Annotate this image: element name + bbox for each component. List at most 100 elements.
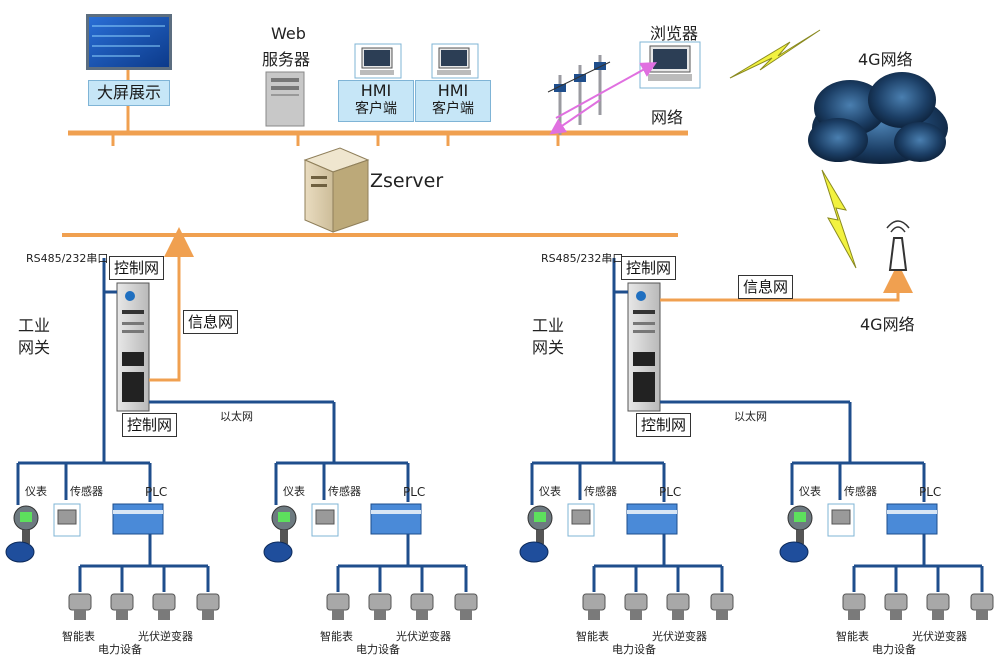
big-screen-display-icon [86,14,172,80]
sensor-label: 传感器 [844,485,877,498]
smart-device-base-icon [588,610,600,620]
meter-label: 仪表 [799,485,821,498]
sensor-icon [831,509,851,525]
left-gateway-device-icon [116,282,150,412]
power-equipment-label: 电力设备 [612,643,656,656]
left-info-net: 信息网 [183,310,239,334]
right-ethernet-label: 以太网 [734,410,767,423]
meter-display-icon [794,512,806,522]
smart-device-icon [68,593,92,611]
plc-stripe-icon [371,510,421,514]
smart-device-base-icon [848,610,860,620]
smart-device-base-icon [332,610,344,620]
hmi-client-2-line1: HMI [437,81,469,100]
network-label: 网络 [651,108,684,127]
smart-device-base-icon [630,610,642,620]
plc-icon [886,503,938,535]
smart-device-icon [454,593,478,611]
smart-device-icon [326,593,350,611]
left-control-net-bottom: 控制网 [122,413,178,437]
meter-stem-icon [22,530,30,544]
smart-device-icon [666,593,690,611]
right-info-net: 信息网 [738,275,794,299]
meter-label: 仪表 [539,485,561,498]
smart-device-base-icon [716,610,728,620]
hmi-client-2-icon [431,43,479,79]
web-server-label-line1: Web [271,24,306,43]
smart-device-icon [884,593,908,611]
smart-device-icon [710,593,734,611]
pv-inverter-label: 光伏逆变器 [396,630,451,643]
smart-device-base-icon [460,610,472,620]
smart-device-icon [582,593,606,611]
web-server-icon [265,71,305,127]
left-control-net-top: 控制网 [109,256,165,280]
meter-pipe-icon [263,541,293,563]
meter-stem-icon [536,530,544,544]
zserver-label: Zserver [370,170,444,192]
meter-label: 仪表 [283,485,305,498]
lightning-bolt-bottom-icon [821,169,857,269]
smart-device-base-icon [932,610,944,620]
left-info-net-line [149,227,194,382]
smart-device-icon [624,593,648,611]
meter-display-icon [20,512,32,522]
smart-device-base-icon [74,610,86,620]
smart-meter-label: 智能表 [62,630,95,643]
browser-client-icon [639,41,701,89]
web-server-label-line2: 服务器 [262,50,311,69]
left-serial-label: RS485/232串口 [26,252,109,265]
cloud-4g-network-icon [808,72,948,164]
sensor-label: 传感器 [70,485,103,498]
hmi-client-1-line1: HMI [360,81,392,100]
network-pole-icon [547,55,658,135]
pv-inverter-label: 光伏逆变器 [912,630,967,643]
smart-device-icon [410,593,434,611]
smart-device-base-icon [416,610,428,620]
left-gateway-label-line2: 网关 [18,338,51,357]
hmi-client-1-line2: 客户端 [355,101,397,117]
plc-icon [370,503,422,535]
sensor-icon [571,509,591,525]
meter-pipe-icon [779,541,809,563]
right-antenna-4g-label: 4G网络 [860,315,915,334]
plc-stripe-icon [113,510,163,514]
meter-stem-icon [796,530,804,544]
plc-icon [112,503,164,535]
hmi-client-2-line2: 客户端 [432,101,474,117]
right-control-net-bottom: 控制网 [636,413,692,437]
smart-device-base-icon [374,610,386,620]
smart-meter-label: 智能表 [576,630,609,643]
lightning-bolt-top-icon [729,29,821,79]
plc-stripe-icon [627,510,677,514]
smart-device-icon [368,593,392,611]
sensor-label: 传感器 [328,485,361,498]
plc-label: PLC [145,485,168,499]
smart-device-base-icon [202,610,214,620]
left-gateway-label-line1: 工业 [18,316,51,335]
left-ethernet-label: 以太网 [220,410,253,423]
power-equipment-label: 电力设备 [98,643,142,656]
hmi-client-1-icon [354,43,402,79]
right-control-net-top: 控制网 [621,256,677,280]
meter-display-icon [534,512,546,522]
meter-pipe-icon [5,541,35,563]
hmi-client-2-label: HMI 客户端 [415,80,491,122]
smart-device-base-icon [158,610,170,620]
right-gateway-label-line2: 网关 [532,338,565,357]
smart-device-base-icon [116,610,128,620]
smart-device-icon [842,593,866,611]
plc-icon [626,503,678,535]
hmi-client-1-label: HMI 客户端 [338,80,414,122]
right-gateway-label-line1: 工业 [532,316,565,335]
smart-device-icon [110,593,134,611]
smart-device-base-icon [976,610,988,620]
meter-label: 仪表 [25,485,47,498]
meter-stem-icon [280,530,288,544]
plc-stripe-icon [887,510,937,514]
right-info-net-line [660,263,913,302]
smart-meter-label: 智能表 [320,630,353,643]
meter-pipe-icon [519,541,549,563]
browser-label: 浏览器 [650,24,699,43]
